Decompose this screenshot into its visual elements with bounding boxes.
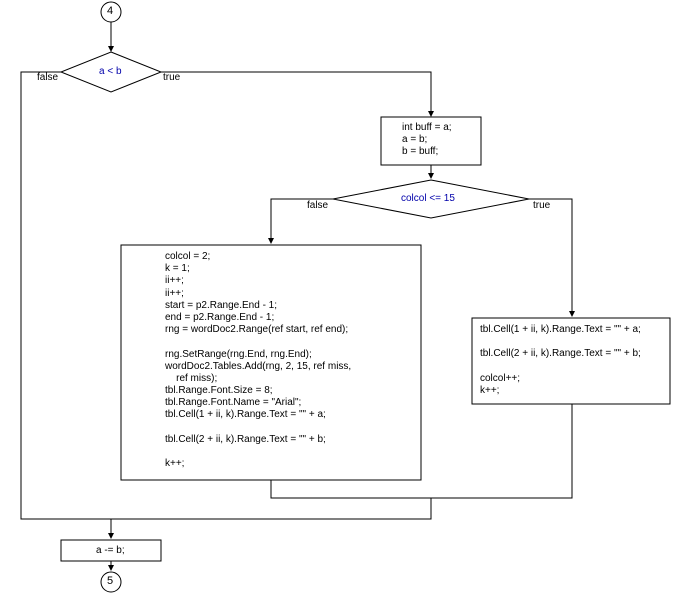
- code-line: k++;: [480, 384, 500, 396]
- decision-a-less-b-false-label: false: [37, 72, 59, 83]
- code-line: b = buff;: [402, 146, 439, 158]
- fill-cell-block: [471, 317, 671, 405]
- code-line: k++;: [165, 458, 185, 470]
- edge-true-colcol: [529, 198, 575, 317]
- code-line: [165, 336, 351, 348]
- code-line: tbl.Range.Font.Size = 8;: [165, 385, 273, 397]
- code-line: tbl.Cell(1 + ii, k).Range.Text = "" + a;: [480, 324, 641, 335]
- code-line: a = b;: [402, 134, 428, 146]
- code-line: ref miss);: [165, 372, 218, 384]
- connector-4-label: 4: [107, 5, 114, 17]
- code-line: ii++;: [165, 275, 184, 287]
- edge-merge-colcol: [270, 404, 573, 499]
- decision-colcol-false-label: false: [307, 200, 329, 211]
- code-line: tbl.Cell(2 + ii, k).Range.Text = "" + b;: [165, 433, 326, 445]
- code-line: wordDoc2.Tables.Add(rng, 2, 15, ref miss…: [165, 360, 352, 372]
- decision-a-less-b-true-label: true: [163, 72, 181, 83]
- code-line: colcol++;: [480, 372, 521, 384]
- decision-a-less-b: [59, 51, 163, 93]
- code-line: tbl.Range.Font.Name = "Arial";: [165, 397, 302, 409]
- decision-colcol-true-label: true: [533, 200, 551, 211]
- code-line: k = 1;: [165, 263, 190, 275]
- connector-5: [100, 571, 122, 593]
- swap-block: [380, 116, 482, 166]
- edge-true-ab: [161, 71, 434, 117]
- code-line: tbl.Cell(1 + ii, k).Range.Text = "" + a;: [165, 409, 326, 421]
- decision-colcol-text: colcol <= 15: [401, 193, 455, 204]
- final-block-text: a -= b;: [96, 545, 125, 556]
- code-line: [165, 422, 351, 434]
- code-line: [165, 446, 351, 458]
- new-table-block-text: colcol = 2; k = 1; ii++; ii++; start = p…: [165, 251, 351, 470]
- swap-block-text: int buff = a; a = b; b = buff;: [402, 122, 452, 159]
- code-line: colcol = 2;: [165, 251, 211, 262]
- decision-colcol: [332, 179, 530, 219]
- code-line: end = p2.Range.End - 1;: [165, 311, 275, 323]
- code-line: start = p2.Range.End - 1;: [165, 299, 278, 311]
- code-line: [480, 361, 641, 373]
- code-line: rng.SetRange(rng.End, rng.End);: [165, 348, 312, 360]
- connector-5-label: 5: [107, 575, 114, 587]
- decision-a-less-b-text: a < b: [99, 66, 122, 77]
- code-line: rng = wordDoc2.Range(ref start, ref end)…: [165, 324, 349, 336]
- code-line: [480, 336, 641, 348]
- code-line: int buff = a;: [402, 122, 452, 133]
- fill-cell-block-text: tbl.Cell(1 + ii, k).Range.Text = "" + a;…: [480, 324, 641, 397]
- edge-false-colcol: [268, 198, 333, 244]
- code-line: tbl.Cell(2 + ii, k).Range.Text = "" + b;: [480, 348, 641, 360]
- code-line: ii++;: [165, 287, 184, 299]
